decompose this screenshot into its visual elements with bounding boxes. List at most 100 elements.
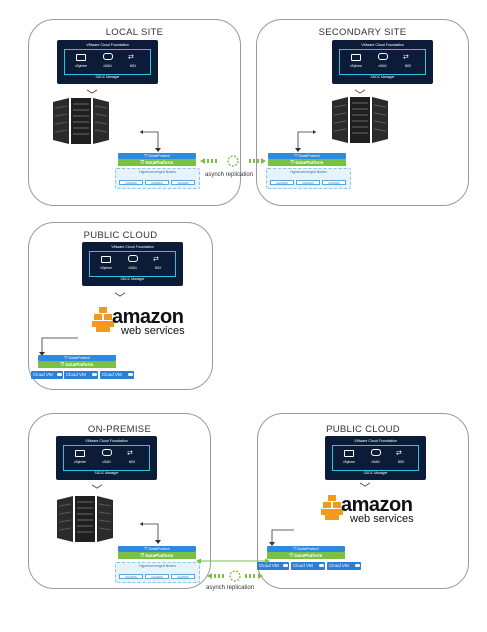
- cloud-vm: Cloud VM: [100, 371, 134, 379]
- cloud-vm: Cloud VM: [327, 562, 361, 570]
- site-title: SECONDARY SITE: [318, 27, 407, 38]
- shield-icon: ⛉: [144, 153, 149, 158]
- nsx-label: NSX: [404, 64, 412, 68]
- sddc-manager-label: SDDC Manager: [370, 75, 395, 79]
- dataprotect-bar: ⛉ DataProtect: [118, 153, 196, 159]
- dataprotect-bar: ⛉ DataProtect: [38, 355, 116, 361]
- dataplatform-bar: ⛉ DataPlatform: [38, 361, 116, 368]
- server-rack-icon: [332, 97, 388, 143]
- dataplatform-block: ⛉ DataProtect ⛉ DataPlatform: [118, 153, 196, 166]
- site-title: PUBLIC CLOUD: [83, 230, 158, 241]
- dataplatform-block: ⛉ DataProtect ⛉ DataPlatform: [38, 355, 116, 368]
- connector-arrow: [140, 130, 161, 152]
- dataplatform-bar: ⛉ DataPlatform: [118, 552, 196, 559]
- cloud-vm: Cloud VM: [64, 371, 98, 379]
- chassis-node: CHASSIS: [322, 180, 346, 185]
- vcf-title: VMware Cloud Foundation: [86, 43, 129, 47]
- storage-icon: [102, 53, 113, 60]
- replication-line: [196, 558, 270, 564]
- public-cloud-panel: PUBLIC CLOUD: [257, 413, 469, 589]
- shield-icon: ⛉: [144, 546, 149, 551]
- network-arrows-icon: ⇄: [153, 256, 159, 263]
- network-arrows-icon: ⇄: [128, 54, 134, 61]
- nsx-label: NSX: [128, 460, 136, 464]
- connector-arrow: [295, 130, 316, 152]
- server-icon: [76, 54, 86, 61]
- shield-icon: ⛉: [290, 160, 296, 165]
- cloud-icon: [57, 373, 62, 376]
- dataplatform-bar: ⛉ DataPlatform: [267, 552, 345, 559]
- dataplatform-block: ⛉ DataProtect ⛉ DataPlatform: [268, 153, 346, 166]
- storage-icon: [101, 449, 112, 456]
- dataplatform-block: ⛉ DataProtect ⛉ DataPlatform: [118, 546, 196, 559]
- vsphere-label: vSphere: [75, 64, 87, 68]
- vcf-frame: [339, 49, 426, 75]
- shield-icon: ⛉: [294, 153, 299, 158]
- vsan-label: vSAN: [102, 460, 111, 464]
- vcf-frame: [332, 445, 419, 471]
- aws-cubes-icon: [321, 495, 343, 520]
- vcf-frame: [89, 251, 176, 277]
- connector-arrow: [39, 337, 78, 356]
- server-icon: [101, 256, 111, 263]
- vcf-panel: VMware Cloud Foundation ⇄ vSphere vSAN N…: [57, 40, 158, 84]
- vcf-panel: VMware Cloud Foundation ⇄ vSphere vSAN N…: [332, 40, 433, 84]
- vcf-panel: VMware Cloud Foundation ⇄ vSphere vSAN N…: [56, 436, 157, 480]
- sddc-manager-label: SDDC Manager: [95, 75, 120, 79]
- site-title: LOCAL SITE: [105, 27, 164, 38]
- dataprotect-bar: ⛉ DataProtect: [118, 546, 196, 552]
- shield-icon: ⛉: [60, 362, 66, 367]
- hyperconverged-nodes: Hyperconverged Nodes CHASSIS CHASSIS CHA…: [115, 562, 200, 583]
- nsx-label: NSX: [397, 460, 405, 464]
- shield-icon: ⛉: [293, 546, 298, 551]
- dataplatform-block: ⛉ DataProtect ⛉ DataPlatform: [267, 546, 345, 559]
- replication-arrows: [200, 155, 266, 167]
- cloud-icon: [319, 564, 324, 567]
- shield-icon: ⛉: [64, 355, 69, 360]
- vcf-title: VMware Cloud Foundation: [354, 439, 397, 443]
- site-title: PUBLIC CLOUD: [326, 424, 400, 435]
- chassis-node: CHASSIS: [145, 180, 169, 185]
- shield-icon: ⛉: [140, 553, 146, 558]
- hyperconverged-nodes: Hyperconverged Nodes CHASSIS CHASSIS CHA…: [115, 168, 200, 189]
- chassis-node: CHASSIS: [171, 574, 195, 579]
- storage-icon: [127, 255, 138, 262]
- server-rack-icon: [57, 496, 113, 542]
- sddc-manager-label: SDDC Manager: [94, 471, 119, 475]
- server-icon: [344, 450, 354, 457]
- shield-icon: ⛉: [140, 160, 146, 165]
- aws-logo: amazon web services: [92, 307, 202, 339]
- server-rack-icon: [53, 98, 109, 144]
- cloud-icon: [92, 373, 97, 376]
- vsan-label: vSAN: [378, 64, 387, 68]
- server-icon: [75, 450, 85, 457]
- network-arrows-icon: ⇄: [403, 54, 409, 61]
- site-title: ON-PREMISE: [87, 424, 152, 435]
- aws-logo: amazon web services: [321, 495, 431, 527]
- connector-arrow: [140, 522, 161, 544]
- chevron-down-icon: [86, 89, 98, 94]
- replication-arrows: [207, 570, 263, 582]
- vsphere-label: vSphere: [350, 64, 362, 68]
- vsphere-label: vSphere: [343, 460, 355, 464]
- vcf-title: VMware Cloud Foundation: [361, 43, 404, 47]
- replication-label: asynch replication: [206, 585, 255, 591]
- vsphere-label: vSphere: [74, 460, 86, 464]
- aws-cubes-icon: [92, 307, 114, 332]
- chassis-node: CHASSIS: [119, 574, 143, 579]
- chevron-down-icon: [91, 484, 103, 489]
- chevron-down-icon: [354, 89, 366, 94]
- chassis-node: CHASSIS: [296, 180, 320, 185]
- vsan-label: vSAN: [103, 64, 112, 68]
- cloud-vm: Cloud VM: [31, 371, 63, 379]
- connector-arrow: [269, 529, 294, 546]
- cloud-icon: [128, 373, 133, 376]
- vsphere-label: vSphere: [100, 266, 112, 270]
- server-icon: [351, 54, 361, 61]
- vcf-title: VMware Cloud Foundation: [85, 439, 128, 443]
- vcf-panel: VMware Cloud Foundation ⇄ vSphere vSAN N…: [325, 436, 426, 480]
- cloud-icon: [283, 564, 288, 567]
- storage-icon: [377, 53, 388, 60]
- vcf-frame: [64, 49, 151, 75]
- chassis-node: CHASSIS: [171, 180, 195, 185]
